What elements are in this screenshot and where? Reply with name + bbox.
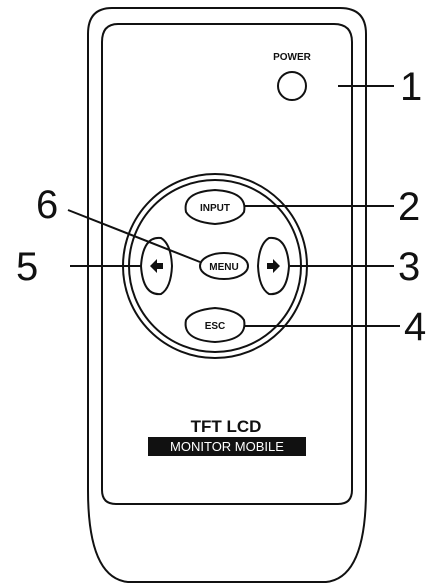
esc-button[interactable] bbox=[184, 306, 246, 344]
menu-button[interactable] bbox=[199, 252, 249, 280]
callout-2: 2 bbox=[398, 185, 420, 229]
menu-button-label: MENU bbox=[209, 262, 238, 273]
callout-3: 3 bbox=[398, 245, 420, 289]
input-button[interactable] bbox=[184, 188, 246, 226]
input-button-label: INPUT bbox=[200, 203, 230, 214]
esc-button-label: ESC bbox=[205, 321, 226, 332]
remote-body bbox=[87, 7, 367, 583]
power-button[interactable] bbox=[277, 71, 307, 101]
brand-subtitle-box bbox=[148, 437, 306, 456]
brand-subtitle: MONITOR MOBILE bbox=[170, 439, 284, 454]
callout-line-6 bbox=[67, 209, 201, 263]
callout-6: 6 bbox=[36, 183, 58, 227]
brand-title: TFT LCD bbox=[191, 417, 262, 436]
callout-5: 5 bbox=[16, 245, 38, 289]
callout-1: 1 bbox=[400, 65, 422, 109]
callout-4: 4 bbox=[404, 305, 426, 349]
callout-lines bbox=[67, 85, 400, 327]
power-label: POWER bbox=[273, 52, 312, 63]
left-arrow-icon bbox=[150, 259, 163, 273]
right-arrow-icon bbox=[267, 259, 280, 273]
